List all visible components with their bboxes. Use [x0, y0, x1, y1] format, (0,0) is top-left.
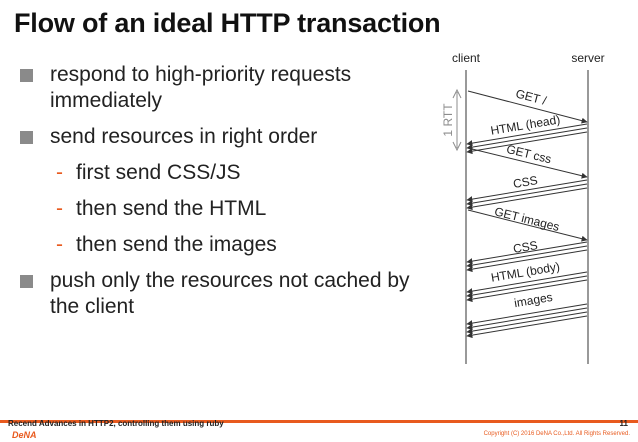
bullet-text: respond to high-priority requests immedi… [50, 63, 352, 112]
sub-bullet-item: - first send CSS/JS [18, 160, 438, 186]
square-bullet-icon [20, 69, 33, 82]
slide-title: Flow of an ideal HTTP transaction [14, 8, 441, 38]
client-label: client [452, 51, 481, 65]
message-label: GET images [493, 204, 561, 234]
bullet-text: push only the resources not cached by th… [50, 269, 410, 318]
dena-logo: DeNA [12, 430, 37, 440]
sub-bullet-text: then send the HTML [76, 197, 267, 220]
copyright-text: Copyright (C) 2016 DeNA Co.,Ltd. All Rig… [483, 431, 630, 437]
message-label: HTML (body) [490, 259, 561, 284]
dash-marker: - [56, 197, 63, 220]
page-number: 11 [619, 419, 628, 428]
server-label: server [571, 51, 604, 65]
footer [0, 420, 638, 442]
message-label: CSS [512, 173, 539, 191]
sub-bullet-text: first send CSS/JS [76, 161, 241, 184]
rtt-indicator: 1 RTT [441, 88, 462, 152]
dash-marker: - [56, 161, 63, 184]
bullet-text: send resources in right order [50, 125, 318, 148]
rtt-label: 1 RTT [441, 103, 455, 137]
message-get-css: GET css [467, 142, 588, 179]
message-label: CSS [512, 238, 539, 256]
message-label: images [513, 290, 553, 310]
sub-bullet-item: - then send the HTML [18, 196, 438, 222]
message-images: images [466, 290, 588, 339]
bullet-item: respond to high-priority requests immedi… [18, 62, 438, 114]
message-css: CSS [466, 173, 588, 211]
footer-rule [0, 420, 638, 423]
sub-bullet-text: then send the images [76, 233, 277, 256]
footer-text: Recend Advances in HTTP2, controlling th… [8, 419, 224, 428]
bullet-item: push only the resources not cached by th… [18, 268, 438, 320]
square-bullet-icon [20, 275, 33, 288]
sequence-diagram: client server 1 RTT GET / HTML (head) GE… [441, 51, 605, 364]
message-get-images: GET images [467, 204, 588, 242]
sub-bullet-item: - then send the images [18, 232, 438, 258]
square-bullet-icon [20, 131, 33, 144]
dash-marker: - [56, 233, 63, 256]
bullet-list: respond to high-priority requests immedi… [18, 62, 438, 330]
message-css: CSS [466, 238, 588, 273]
bullet-item: send resources in right order [18, 124, 438, 150]
